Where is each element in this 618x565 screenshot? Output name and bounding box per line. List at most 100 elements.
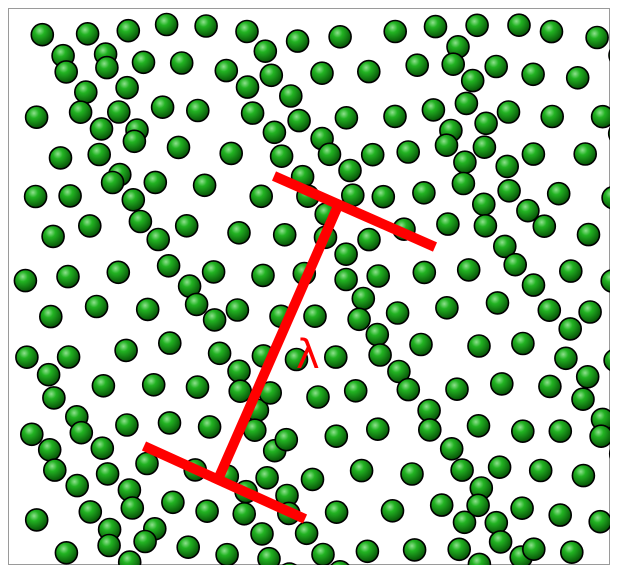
particle bbox=[555, 347, 577, 369]
particle bbox=[38, 364, 60, 386]
particle bbox=[159, 332, 181, 354]
particle bbox=[487, 292, 509, 314]
particle bbox=[86, 296, 108, 318]
particle bbox=[522, 143, 544, 165]
particle bbox=[66, 475, 88, 497]
particle bbox=[96, 57, 118, 79]
particle bbox=[367, 265, 389, 287]
particle bbox=[26, 106, 48, 128]
particle bbox=[522, 63, 544, 85]
particle bbox=[345, 380, 367, 402]
particle bbox=[159, 412, 181, 434]
particle bbox=[21, 423, 43, 445]
particle bbox=[473, 136, 495, 158]
particle bbox=[319, 143, 341, 165]
particle bbox=[275, 429, 297, 451]
particle bbox=[79, 501, 101, 523]
particle bbox=[133, 51, 155, 73]
particle bbox=[236, 21, 258, 43]
particle bbox=[601, 270, 618, 292]
particle bbox=[367, 418, 389, 440]
particle bbox=[252, 264, 274, 286]
particle bbox=[280, 85, 302, 107]
particle bbox=[152, 96, 174, 118]
particle bbox=[462, 70, 484, 92]
particle bbox=[475, 112, 497, 134]
particle bbox=[446, 378, 468, 400]
particle bbox=[485, 56, 507, 78]
particle bbox=[116, 414, 138, 436]
particle bbox=[311, 62, 333, 84]
particle bbox=[454, 151, 476, 173]
particle bbox=[358, 61, 380, 83]
particle bbox=[351, 460, 373, 482]
particle bbox=[215, 60, 237, 82]
particle bbox=[326, 501, 348, 523]
particle bbox=[498, 180, 520, 202]
wavelength-label: λ bbox=[296, 332, 320, 378]
particle bbox=[541, 106, 563, 128]
particle bbox=[108, 101, 130, 123]
particle bbox=[39, 439, 61, 461]
particle bbox=[199, 416, 221, 438]
particle bbox=[590, 425, 612, 447]
particle bbox=[220, 142, 242, 164]
particle bbox=[59, 185, 81, 207]
particle bbox=[491, 373, 513, 395]
particle bbox=[70, 422, 92, 444]
particle bbox=[372, 186, 394, 208]
particle bbox=[490, 531, 512, 553]
particle bbox=[137, 298, 159, 320]
particle bbox=[366, 324, 388, 346]
particle bbox=[16, 346, 38, 368]
particle bbox=[489, 456, 511, 478]
particle bbox=[523, 274, 545, 296]
particle bbox=[473, 193, 495, 215]
particle bbox=[122, 189, 144, 211]
particle bbox=[442, 53, 464, 75]
particle bbox=[572, 465, 594, 487]
particle bbox=[384, 21, 406, 43]
particle bbox=[57, 266, 79, 288]
particle bbox=[538, 299, 560, 321]
particle bbox=[226, 299, 248, 321]
particle bbox=[296, 522, 318, 544]
particle bbox=[228, 360, 250, 382]
particle bbox=[156, 14, 178, 36]
particle bbox=[425, 16, 447, 38]
particle bbox=[468, 335, 490, 357]
particle bbox=[195, 15, 217, 37]
particle bbox=[242, 102, 264, 124]
particle bbox=[158, 255, 180, 277]
particle bbox=[422, 99, 444, 121]
particle bbox=[539, 375, 561, 397]
particle bbox=[348, 308, 370, 330]
particle bbox=[397, 141, 419, 163]
particle bbox=[50, 147, 72, 169]
particle bbox=[406, 54, 428, 76]
particle bbox=[186, 293, 208, 315]
particle bbox=[436, 134, 458, 156]
particle bbox=[123, 130, 145, 152]
particle bbox=[302, 468, 324, 490]
particle bbox=[541, 21, 563, 43]
particle bbox=[187, 376, 209, 398]
particle bbox=[384, 105, 406, 127]
particle bbox=[25, 186, 47, 208]
particle bbox=[121, 497, 143, 519]
particle bbox=[55, 542, 77, 564]
particle bbox=[147, 229, 169, 251]
particle bbox=[88, 144, 110, 166]
particle bbox=[91, 437, 113, 459]
particle bbox=[496, 155, 518, 177]
particle bbox=[209, 342, 231, 364]
particle bbox=[589, 511, 611, 533]
particle bbox=[44, 459, 66, 481]
particle bbox=[508, 14, 530, 36]
particle bbox=[55, 61, 77, 83]
particle bbox=[401, 463, 423, 485]
particle bbox=[307, 386, 329, 408]
particle bbox=[271, 145, 293, 167]
particle bbox=[14, 270, 36, 292]
